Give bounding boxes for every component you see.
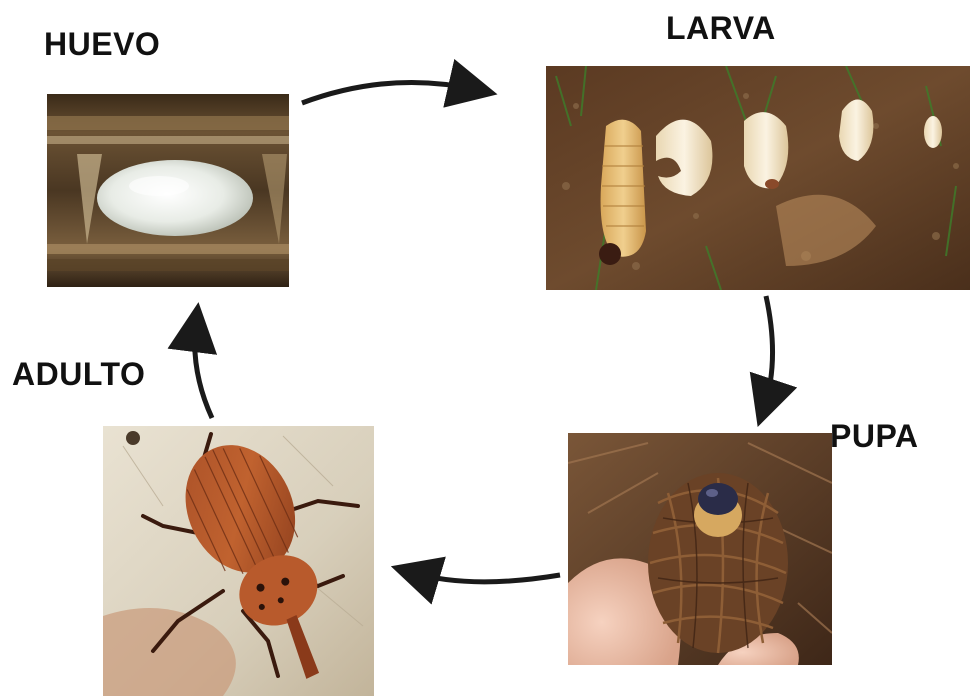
arrow-egg-to-larva [302, 82, 478, 103]
arrow-larva-to-pupa [764, 296, 773, 408]
arrow-adult-to-egg [195, 322, 212, 418]
arrow-pupa-to-adult [410, 572, 560, 582]
